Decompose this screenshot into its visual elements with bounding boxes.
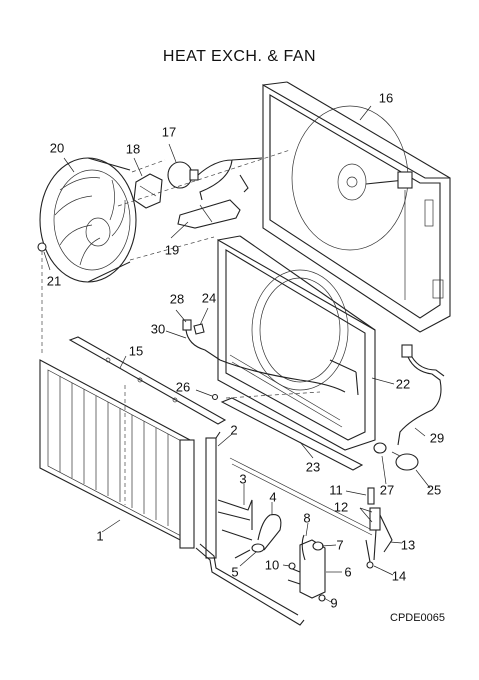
fan-motor-part-17 [167,157,263,201]
assembly-guides [117,149,291,261]
valve-part-12 [369,507,381,561]
callout-3: 3 [239,471,247,487]
callout-1: 1 [96,528,104,544]
nut-part-21 [37,242,47,355]
fan-wheel-part-20 [39,157,137,283]
callout-13: 13 [400,537,416,553]
callout-19: 19 [164,242,180,258]
callout-6: 6 [344,564,352,580]
thermostat-part-28 [182,319,192,331]
wire-harness-part-30 [185,329,346,393]
callout-5: 5 [231,564,239,580]
callout-23: 23 [305,459,321,475]
leader-lines [43,105,431,603]
fitting-part-5 [234,543,265,559]
motor-mount-part-18 [133,173,163,209]
callout-14: 14 [391,568,407,584]
cable-part-29 [397,344,445,446]
capacitor-part-25 [391,451,419,471]
diagram-title: HEAT EXCH. & FAN [162,48,317,65]
callout-25: 25 [426,482,442,498]
grommet-part-27 [373,442,387,454]
callout-27: 27 [379,482,395,498]
callout-11: 11 [329,482,343,498]
fan-shroud-part-22 [217,235,376,451]
screw-part-26 [211,393,219,401]
condenser-coil-part-1 [39,359,195,549]
refrigerant-tube [195,457,373,626]
callout-22: 22 [395,376,411,392]
callout-15: 15 [128,343,144,359]
valve-part-11 [367,487,375,505]
rail-part-15 [68,336,227,425]
callout-7: 7 [336,537,344,553]
tubing-part-4 [257,514,282,551]
callout-2: 2 [230,422,238,438]
callout-20: 20 [49,140,65,156]
tube-part-13 [379,514,393,553]
diagram-code: CPDE0065 [390,612,446,624]
callout-4: 4 [269,489,277,505]
callout-8: 8 [303,510,311,526]
callout-9: 9 [330,595,338,611]
callout-12: 12 [333,499,349,515]
fan-housing-part-16 [262,81,451,333]
motor-bracket-part-19 [177,199,241,229]
grommet-part-7 [312,541,324,551]
clip-part-24 [193,323,205,335]
tube-part-8 [301,534,306,561]
tube-sheet-part-2 [205,431,221,559]
callout-28: 28 [169,291,185,307]
callout-26: 26 [175,379,191,395]
callout-18: 18 [125,141,141,157]
base-rail-part-23 [220,391,364,471]
fitting-part-14 [365,539,374,569]
callout-30: 30 [150,321,166,337]
callout-21: 21 [46,273,62,289]
callout-24: 24 [201,290,217,306]
callout-29: 29 [429,430,445,446]
callout-16: 16 [378,90,394,106]
fitting-part-9 [318,594,326,602]
tubing-part-3 [217,499,253,541]
callout-10: 10 [264,557,280,573]
callout-17: 17 [161,124,177,140]
